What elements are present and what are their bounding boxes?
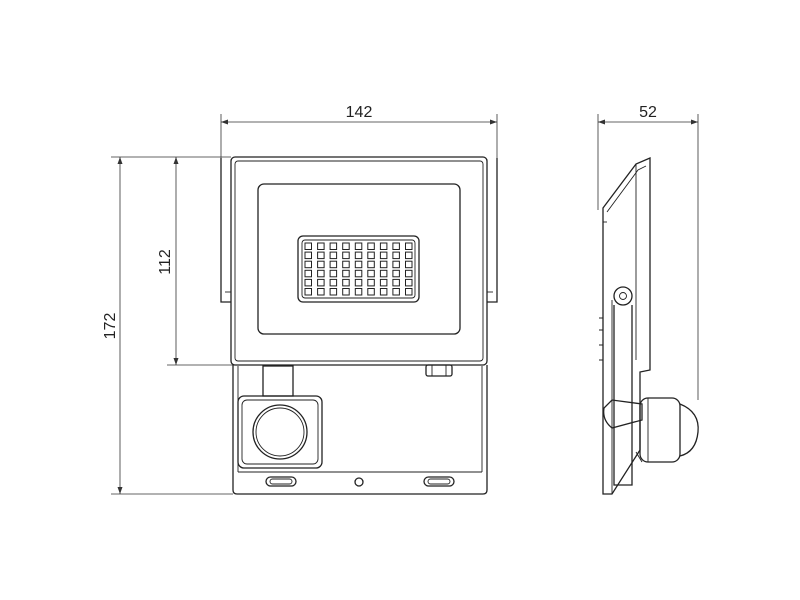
bracket-left-arm: [220, 158, 231, 303]
led-chip: [304, 269, 312, 278]
led-chip: [367, 260, 375, 269]
led-chip: [317, 269, 325, 278]
led-chip: [392, 288, 400, 296]
led-chip: [329, 269, 338, 278]
led-chip: [329, 278, 338, 287]
led-chip: [392, 260, 400, 269]
led-chip: [379, 251, 388, 260]
led-chip: [329, 242, 338, 250]
led-chip: [342, 278, 350, 287]
led-chip: [405, 242, 413, 250]
sensor-neck: [262, 365, 294, 397]
led-chip: [304, 260, 312, 269]
dim-label-depth: 52: [639, 104, 657, 121]
led-chip: [329, 288, 338, 296]
led-chip: [405, 260, 413, 269]
led-chip: [354, 269, 363, 278]
sensor-arm: [603, 399, 643, 429]
led-chip: [392, 278, 400, 287]
mounting-slot-right: [423, 476, 455, 487]
led-chip: [342, 260, 350, 269]
led-chip: [405, 278, 413, 287]
dim-label-height-head: 112: [157, 249, 174, 275]
led-array: [297, 235, 420, 303]
led-chip: [304, 288, 312, 296]
led-chip: [405, 251, 413, 260]
dimension-height-total: 172: [102, 156, 233, 495]
dimension-depth: 52: [597, 104, 699, 400]
led-grid: [304, 242, 413, 296]
led-chip: [354, 260, 363, 269]
front-view: [220, 156, 498, 495]
led-chip: [304, 251, 312, 260]
side-body: [602, 157, 651, 495]
glass-panel: [257, 183, 461, 335]
led-chip: [342, 242, 350, 250]
led-chip: [392, 269, 400, 278]
dimension-height-head: 112: [157, 157, 233, 366]
dim-label-height-total: 172: [102, 313, 119, 340]
mounting-slot-left: [265, 476, 297, 487]
led-chip: [367, 251, 375, 260]
side-bracket: [613, 305, 633, 486]
led-chip: [354, 288, 363, 296]
led-chip: [354, 278, 363, 287]
led-chip: [367, 278, 375, 287]
led-chip: [317, 288, 325, 296]
led-chip: [304, 242, 312, 250]
led-chip: [379, 260, 388, 269]
led-chip: [379, 269, 388, 278]
led-chip: [329, 251, 338, 260]
led-chip: [405, 269, 413, 278]
led-chip: [317, 260, 325, 269]
dim-label-width: 142: [346, 104, 373, 121]
led-chip: [405, 288, 413, 296]
led-chip: [342, 251, 350, 260]
hinge-knob: [613, 286, 633, 306]
led-chip: [329, 260, 338, 269]
housing-outer: [230, 156, 488, 366]
led-chip: [392, 242, 400, 250]
side-view: [599, 157, 699, 495]
pir-sensor-lens: [252, 404, 308, 460]
led-chip: [367, 288, 375, 296]
side-sensor-lens: [679, 403, 699, 457]
led-chip: [367, 242, 375, 250]
led-chip: [342, 269, 350, 278]
side-sensor-housing: [639, 397, 681, 463]
mounting-plate: [232, 365, 488, 495]
mounting-hole: [354, 477, 364, 487]
led-chip: [354, 251, 363, 260]
cable-gland: [425, 364, 453, 377]
dimension-width: 142: [220, 104, 498, 158]
led-chip: [304, 278, 312, 287]
led-chip: [317, 242, 325, 250]
bracket-right-arm: [487, 158, 498, 303]
led-chip: [354, 242, 363, 250]
led-chip: [342, 288, 350, 296]
led-chip: [367, 269, 375, 278]
led-chip: [317, 278, 325, 287]
pir-sensor-housing: [237, 395, 323, 469]
led-chip: [379, 242, 388, 250]
led-chip: [379, 278, 388, 287]
led-chip: [317, 251, 325, 260]
led-chip: [379, 288, 388, 296]
led-chip: [392, 251, 400, 260]
